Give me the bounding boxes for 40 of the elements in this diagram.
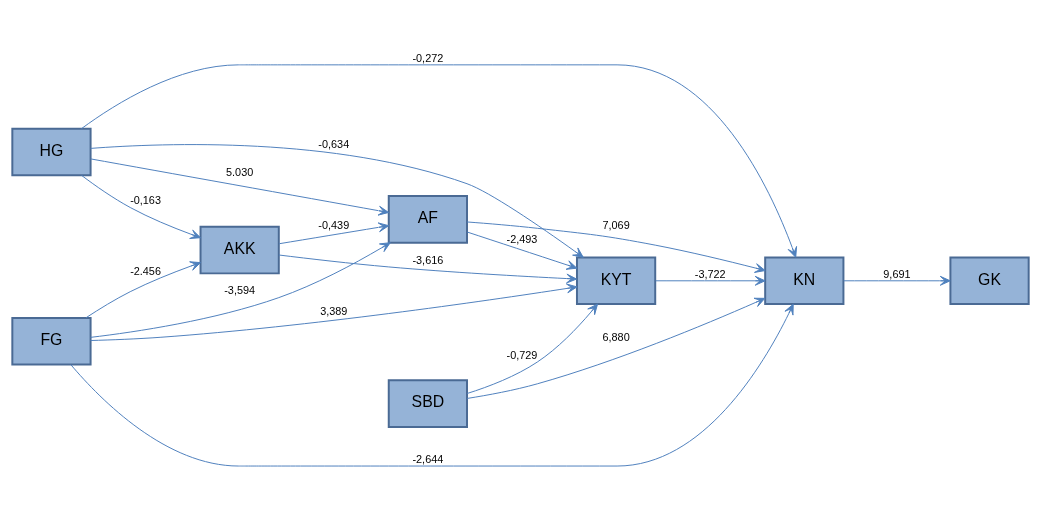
arrow: [843, 275, 951, 286]
arrow: [85, 260, 201, 318]
edge-label: 7,069: [602, 218, 630, 231]
edge-label: 6,880: [602, 330, 630, 343]
edge-label: -2,644: [412, 452, 444, 465]
edge-label: -3,594: [224, 283, 256, 296]
edge-label: -0,163: [130, 193, 161, 206]
arrow: [655, 275, 766, 286]
arrow: [90, 283, 578, 341]
arrow: [90, 241, 391, 338]
arrow: [80, 63, 798, 258]
arrow: [466, 231, 578, 270]
edge-label: 9,691: [883, 267, 911, 280]
arrow: [278, 254, 578, 283]
arrow: [466, 303, 598, 394]
edge-label: 3,389: [320, 304, 348, 317]
edge-label: -2.456: [130, 264, 161, 277]
node-box: AF: [387, 194, 468, 244]
arrow: [466, 297, 766, 399]
edge-label: -3,616: [412, 253, 444, 266]
edge-label: -0,729: [506, 348, 538, 361]
node-box: AKK: [199, 225, 280, 274]
arrow: [70, 303, 794, 467]
arrow: [466, 220, 766, 273]
node-box: FG: [11, 316, 92, 365]
arrow: [81, 174, 201, 239]
node-box: HG: [11, 127, 92, 176]
arrow: [278, 221, 390, 244]
node-box: KN: [764, 256, 845, 305]
node-box: KYT: [575, 256, 657, 305]
arrow: [90, 157, 390, 216]
edge-label: -2,493: [506, 232, 538, 245]
node-box: GK: [949, 256, 1030, 305]
edge-label: 5.030: [226, 165, 254, 178]
edge-label: -0,634: [318, 137, 350, 150]
edge-label: -3,722: [694, 267, 726, 280]
edge-label: -0,272: [412, 51, 444, 64]
arrow: [90, 143, 584, 258]
node-box: SBD: [387, 378, 468, 428]
edge-label: -0,439: [318, 218, 350, 231]
